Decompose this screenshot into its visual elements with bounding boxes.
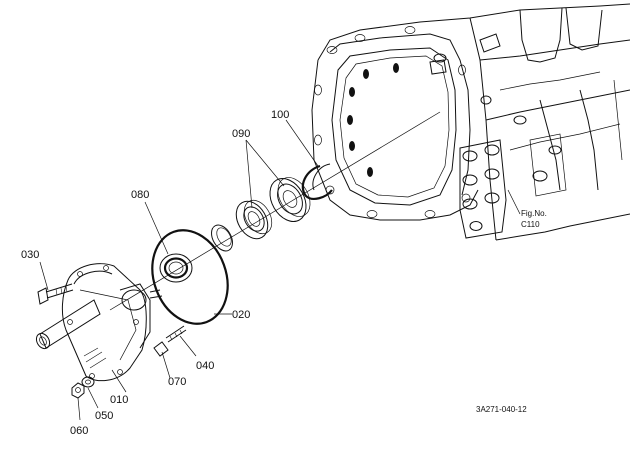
- callout-090: 090: [232, 128, 250, 140]
- callout-010: 010: [110, 394, 128, 406]
- bearing-090-large: [269, 177, 311, 222]
- nut-060: [71, 382, 85, 399]
- fig-ref-line2: C110: [521, 220, 540, 229]
- callout-100: 100: [271, 109, 289, 121]
- pin-070: [153, 341, 169, 357]
- spacer-ring: [211, 224, 233, 252]
- callout-040: 040: [196, 360, 214, 372]
- callout-030: 030: [21, 249, 39, 261]
- oil-seal-080: [159, 253, 193, 283]
- bolt-030: [37, 283, 74, 305]
- shaft-axis-line: [109, 111, 441, 311]
- o-ring-020: [151, 229, 229, 325]
- washer-050: [81, 376, 95, 388]
- callout-070: 070: [168, 376, 186, 388]
- drawing-code: 3A271-040-12: [476, 405, 527, 414]
- callout-060: 060: [70, 425, 88, 437]
- bearing-090-small: [235, 199, 273, 240]
- callout-020: 020: [232, 309, 250, 321]
- fig-ref-line1: Fig.No.: [521, 209, 547, 218]
- cover-housing-010: [35, 263, 163, 382]
- callout-050: 050: [95, 410, 113, 422]
- stud-bolt-040: [165, 325, 187, 343]
- snap-ring-100: [301, 163, 333, 200]
- transmission-housing: [311, 3, 630, 241]
- callout-080: 080: [131, 189, 149, 201]
- leader-lines: [39, 119, 319, 421]
